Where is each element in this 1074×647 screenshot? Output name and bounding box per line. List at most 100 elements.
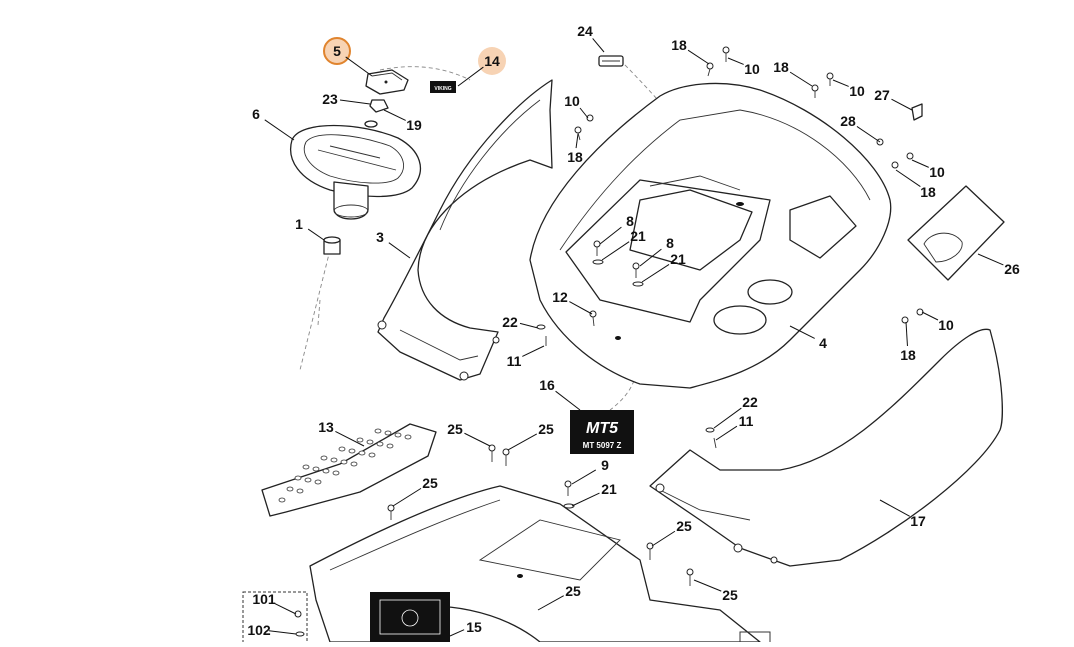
- perforation-hole: [356, 437, 364, 443]
- callout-leader: [383, 109, 406, 121]
- callout-leader: [789, 325, 815, 339]
- callout-leader: [599, 226, 622, 245]
- perforation-hole: [368, 452, 376, 458]
- callout-18e: 18: [900, 321, 916, 363]
- callout-label: 25: [565, 583, 581, 599]
- callout-label: 22: [742, 394, 758, 410]
- callout-label: 21: [601, 481, 617, 497]
- model-logo-text: MT5: [586, 420, 619, 437]
- callout-label: 3: [376, 229, 384, 245]
- callout-13: 13: [318, 419, 365, 447]
- callout-label: 14: [484, 53, 500, 69]
- callout-26: 26: [977, 253, 1020, 277]
- callout-leader: [601, 241, 630, 261]
- callout-label: 26: [1004, 261, 1020, 277]
- callout-label: 18: [920, 184, 936, 200]
- callout-15: 15: [449, 619, 482, 637]
- highlight-fill: [478, 47, 506, 75]
- callout-leader: [457, 66, 484, 87]
- callout-18b: 18: [773, 59, 813, 87]
- model-decal-text: MT 5097 Z: [583, 441, 622, 450]
- callout-label: 28: [840, 113, 856, 129]
- callout-leader: [895, 169, 921, 187]
- bushing-part: [323, 236, 341, 255]
- callout-leader: [905, 321, 908, 347]
- callout-label: 12: [552, 289, 568, 305]
- callout-8b: 8: [639, 235, 674, 267]
- right-side-panel-part: [649, 328, 1003, 567]
- perforation-hole: [286, 486, 294, 492]
- callout-leader: [977, 253, 1004, 266]
- callout-label: 6: [252, 106, 260, 122]
- callout-leader: [264, 119, 295, 141]
- left-side-panel-part: [377, 79, 553, 381]
- callout-leader: [856, 126, 881, 143]
- callout-leader: [911, 159, 929, 168]
- callout-leader: [555, 390, 581, 411]
- steering-cap-part: [365, 69, 409, 95]
- callout-label: 22: [502, 314, 518, 330]
- perforation-hole: [294, 475, 302, 481]
- nut-washer-part: [364, 99, 389, 128]
- callout-28: 28: [840, 113, 881, 143]
- callout-10d: 10: [911, 159, 945, 180]
- steering-wheel-part: [290, 124, 422, 220]
- callout-leader: [592, 38, 605, 53]
- perforation-hole: [332, 470, 340, 476]
- instruction-decal-part: [370, 592, 450, 642]
- perforation-hole: [386, 443, 394, 449]
- callout-leader: [569, 301, 593, 315]
- callout-label: 16: [539, 377, 555, 393]
- callout-label: 13: [318, 419, 334, 435]
- callout-leader: [571, 492, 600, 507]
- callout-11a: 11: [507, 345, 545, 369]
- callout-label: 8: [626, 213, 634, 229]
- callout-label: 102: [247, 622, 271, 638]
- perforation-hole: [312, 466, 320, 472]
- perforation-hole: [394, 432, 402, 438]
- callout-22b: 22: [713, 394, 758, 429]
- callout-label: 18: [773, 59, 789, 75]
- callout-label: 25: [722, 587, 738, 603]
- callout-16: 16: [539, 377, 581, 411]
- callout-label: 9: [601, 457, 609, 473]
- callout-18a: 18: [671, 37, 710, 65]
- footrest-plate-part: [261, 423, 437, 517]
- callout-25f: 25: [537, 583, 581, 611]
- perforation-hole: [340, 459, 348, 465]
- perforation-hole: [322, 468, 330, 474]
- callout-label: 25: [422, 475, 438, 491]
- callout-label: 23: [322, 91, 338, 107]
- callout-12: 12: [552, 289, 593, 315]
- callout-25a: 25: [447, 421, 491, 447]
- callout-label: 8: [666, 235, 674, 251]
- callout-8a: 8: [599, 213, 634, 245]
- callout-23: 23: [322, 91, 371, 107]
- perforation-hole: [348, 448, 356, 454]
- assembly-path: [299, 249, 331, 371]
- callout-10e: 10: [921, 311, 954, 333]
- model-decal-part: MT5 MT 5097 Z: [570, 410, 634, 454]
- callout-22a: 22: [502, 314, 539, 330]
- callout-5: 5: [323, 37, 373, 77]
- perforation-hole: [350, 461, 358, 467]
- callout-label: 10: [938, 317, 954, 333]
- callout-label: 15: [466, 619, 482, 635]
- callout-leader: [639, 248, 662, 267]
- callout-3: 3: [376, 229, 411, 259]
- perforation-hole: [302, 464, 310, 470]
- callout-leader: [693, 579, 722, 592]
- callout-21b: 21: [641, 251, 686, 283]
- callout-leader: [579, 107, 589, 119]
- fasteners: [294, 46, 924, 637]
- callout-19: 19: [383, 109, 422, 133]
- callout-21c: 21: [571, 481, 617, 507]
- callout-leader: [879, 499, 910, 517]
- callout-leader: [339, 99, 371, 105]
- perforation-hole: [320, 455, 328, 461]
- callout-label: 4: [819, 335, 827, 351]
- callout-label: 19: [406, 117, 422, 133]
- callout-9: 9: [571, 457, 609, 485]
- callout-leader: [268, 630, 297, 635]
- callout-leader: [571, 469, 597, 485]
